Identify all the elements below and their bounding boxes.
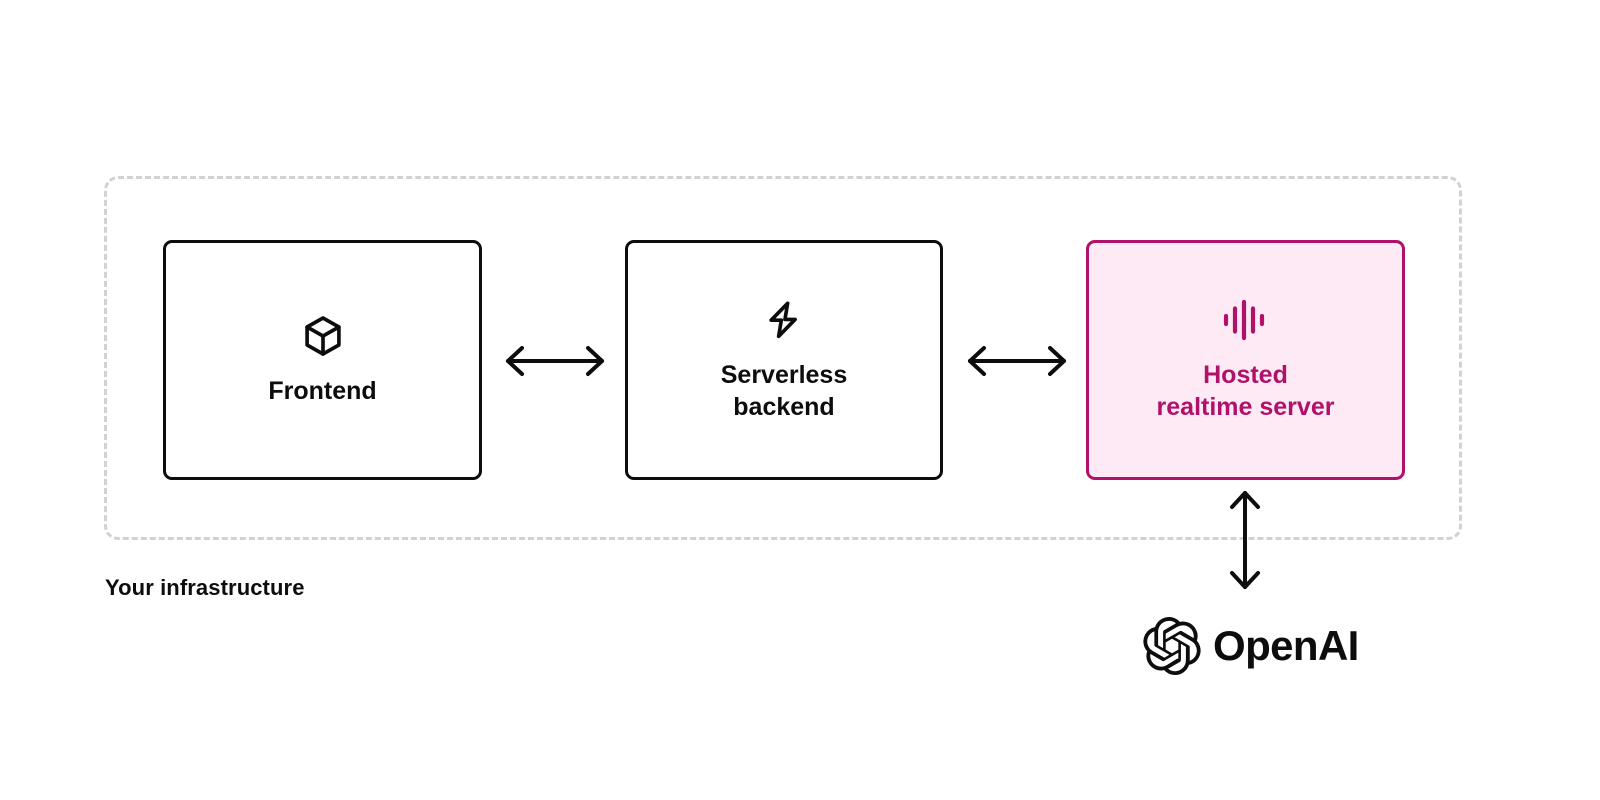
node-serverless-backend[interactable]: Serverless backend [625, 240, 943, 480]
lightning-bolt-icon [761, 297, 807, 343]
node-frontend[interactable]: Frontend [163, 240, 482, 480]
openai-wordmark: OpenAI [1213, 622, 1359, 669]
audio-waveform-icon [1220, 297, 1272, 343]
node-hosted-realtime-server[interactable]: Hosted realtime server [1086, 240, 1405, 480]
connector-realtime-openai-arrow [1222, 488, 1268, 592]
your-infrastructure-label: Your infrastructure [105, 575, 305, 600]
node-frontend-label: Frontend [268, 376, 377, 405]
connector-frontend-serverless-arrow [503, 338, 607, 384]
cube-icon [300, 313, 346, 359]
connector-serverless-realtime-arrow [965, 338, 1069, 384]
openai-lockup: OpenAI [1143, 617, 1359, 676]
openai-blossom-logo [1143, 617, 1201, 676]
node-serverless-backend-label: Serverless backend [720, 360, 848, 422]
node-hosted-realtime-server-label: Hosted realtime server [1156, 360, 1335, 422]
your-infrastructure-boundary [104, 176, 1462, 540]
